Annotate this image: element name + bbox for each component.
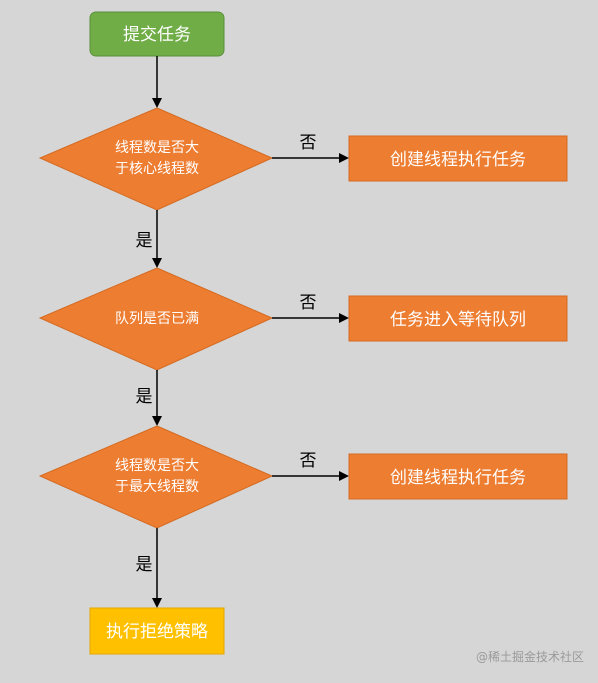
action-2-label: 任务进入等待队列	[390, 310, 526, 330]
action-2-box	[348, 295, 568, 342]
action-3-box	[348, 453, 568, 500]
action-3-label: 创建线程执行任务	[390, 468, 526, 488]
decision-2-label-line-1: 队列是否已满	[115, 311, 199, 327]
decision-1-yes-label: 是	[136, 231, 153, 251]
start-label: 提交任务	[123, 25, 191, 45]
decision-1-label-line-2: 于核心线程数	[115, 161, 199, 177]
decision-3-diamond	[38, 425, 274, 529]
decision-2-no-label: 否	[300, 293, 317, 313]
decision-1-label-line-1: 线程数是否大	[115, 140, 199, 156]
end-label: 执行拒绝策略	[106, 622, 208, 642]
action-1-label: 创建线程执行任务	[390, 150, 526, 170]
decision-3-yes-label: 是	[136, 555, 153, 575]
action-1-box	[348, 135, 568, 182]
decision-1-no-label: 否	[300, 133, 317, 153]
decision-3-label-line-1: 线程数是否大	[115, 458, 199, 474]
decision-2-yes-label: 是	[136, 387, 153, 407]
decision-3-no-label: 否	[300, 451, 317, 471]
end-box	[89, 607, 225, 655]
decision-1-diamond	[38, 107, 274, 211]
decision-3-label-line-2: 于最大线程数	[115, 479, 199, 495]
watermark: @稀土掘金技术社区	[475, 650, 584, 664]
